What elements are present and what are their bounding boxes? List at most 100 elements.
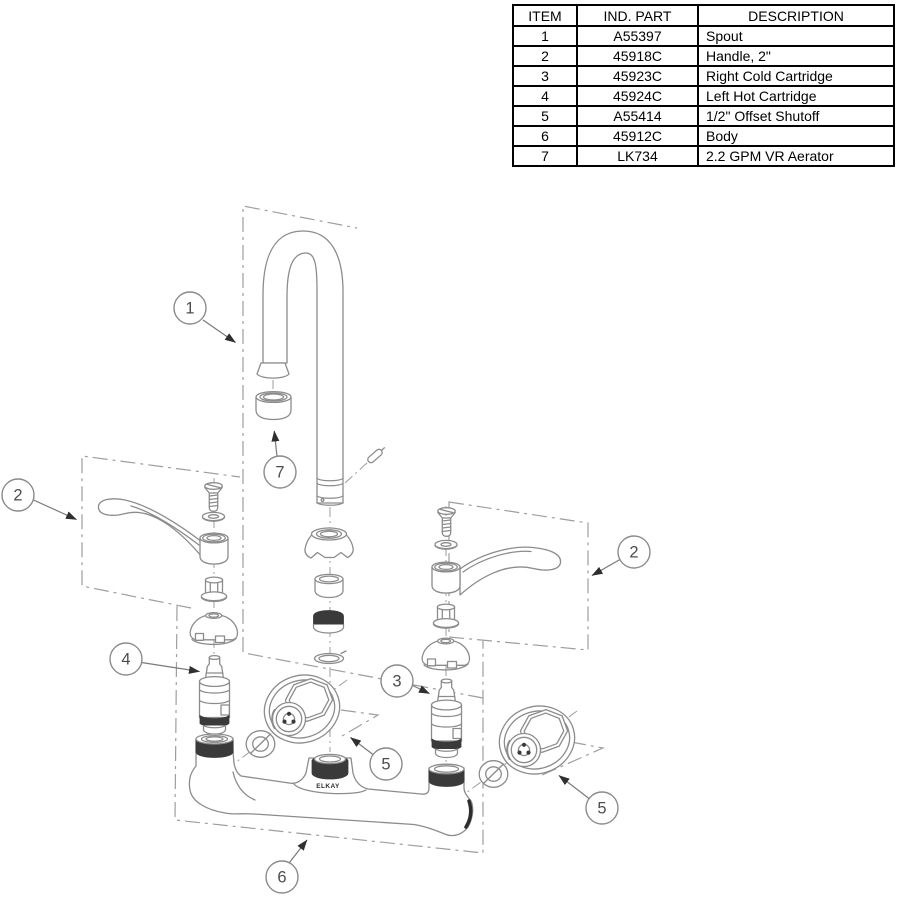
callout-circle xyxy=(585,791,619,825)
callout-item-2-right: 2 xyxy=(591,535,651,577)
callout-circle xyxy=(617,535,651,569)
spacer-ring xyxy=(314,573,344,599)
cell-desc: 2.2 GPM VR Aerator xyxy=(697,145,895,167)
callout-circle xyxy=(263,455,297,489)
cell-part: 45923C xyxy=(576,65,699,87)
body-silhouette xyxy=(188,738,474,837)
cell-desc: Handle, 2" xyxy=(697,45,895,67)
callout-number: 7 xyxy=(275,464,284,482)
callout-circle xyxy=(173,291,207,325)
set-screw xyxy=(367,447,386,464)
callout-leader xyxy=(350,737,374,755)
left-bonnet-drawing xyxy=(189,611,239,646)
callout-leader xyxy=(558,775,590,799)
handle-screw xyxy=(437,507,456,537)
body-zone-box xyxy=(174,605,484,854)
callout-item-7: 7 xyxy=(263,430,297,489)
cell-item: 1 xyxy=(512,25,578,47)
callout-circle xyxy=(265,860,299,894)
callout-item-4: 4 xyxy=(109,642,200,676)
parts-row: 7 LK734 2.2 GPM VR Aerator xyxy=(512,145,895,167)
left-handle-zone-box xyxy=(81,455,241,609)
cell-part: 45912C xyxy=(576,125,699,147)
spout-zone-box xyxy=(242,205,358,652)
handle-nut xyxy=(200,576,228,603)
cell-item: 5 xyxy=(512,105,578,127)
left-cartridge-drawing xyxy=(198,654,231,735)
parts-table-header-row: ITEM IND. PART DESCRIPTION xyxy=(512,4,895,27)
callout-circle xyxy=(109,642,143,676)
callout-number: 5 xyxy=(381,756,390,774)
left-section-marker xyxy=(340,709,380,737)
cell-desc: 1/2" Offset Shutoff xyxy=(697,105,895,127)
spout-nut xyxy=(304,527,354,559)
callout-number: 4 xyxy=(121,651,130,669)
cell-item: 2 xyxy=(512,45,578,67)
col-header-ind-part: IND. PART xyxy=(576,4,699,27)
handle-washer xyxy=(201,511,226,522)
brand-label: ELKAY xyxy=(316,783,340,790)
col-header-item: ITEM xyxy=(512,4,578,27)
col-header-description: DESCRIPTION xyxy=(697,4,895,27)
left-shutoff-drawing xyxy=(263,674,341,744)
callout-leader xyxy=(289,839,308,863)
cell-part: LK734 xyxy=(576,145,699,167)
parts-row: 3 45923C Right Cold Cartridge xyxy=(512,65,895,87)
callout-number: 6 xyxy=(277,869,286,887)
right-shutoff-drawing xyxy=(498,705,576,775)
cell-desc: Spout xyxy=(697,25,895,47)
parts-row: 1 A55397 Spout xyxy=(512,25,895,47)
right-shutoff-washer xyxy=(478,760,509,788)
callout-circle xyxy=(1,478,35,512)
aerator-drawing xyxy=(255,390,292,421)
cell-item: 7 xyxy=(512,145,578,167)
handle-washer xyxy=(434,539,458,550)
callout-number: 2 xyxy=(629,544,638,562)
faucet-body-drawing: ELKAY xyxy=(188,733,474,837)
callouts: 1 7 2 2 4 xyxy=(1,291,651,894)
callout-item-1: 1 xyxy=(173,291,236,343)
parts-row: 6 45912C Body xyxy=(512,125,895,147)
right-bonnet-drawing xyxy=(421,637,471,671)
left-shutoff-washer xyxy=(245,730,276,758)
parts-table: ITEM IND. PART DESCRIPTION 1 A55397 Spou… xyxy=(512,4,895,167)
handle-lever xyxy=(431,546,562,596)
cell-desc: Left Hot Cartridge xyxy=(697,85,895,107)
callout-item-5-right: 5 xyxy=(558,775,619,825)
wave-washer xyxy=(313,650,347,665)
callout-leader xyxy=(271,430,280,457)
cell-part: 45918C xyxy=(576,45,699,67)
callout-leader xyxy=(412,684,430,695)
right-cartridge-drawing xyxy=(430,678,463,759)
cell-desc: Body xyxy=(697,125,895,147)
callout-leader xyxy=(591,558,621,577)
handle-screw xyxy=(204,482,223,512)
callout-number: 3 xyxy=(392,673,401,691)
right-section-marker xyxy=(541,741,606,776)
callout-number: 1 xyxy=(185,300,194,318)
callout-leader xyxy=(33,499,77,521)
handle-lever xyxy=(97,498,229,565)
handle-nut xyxy=(432,603,460,629)
right-elbow-shadow xyxy=(464,799,473,829)
callout-leader xyxy=(202,319,236,343)
cell-item: 6 xyxy=(512,125,578,147)
spout-drawing xyxy=(256,230,386,506)
right-handle-assembly xyxy=(431,507,562,629)
spout-tip-flange xyxy=(256,362,290,379)
spout-mount-stack xyxy=(304,527,354,665)
cell-part: A55414 xyxy=(576,105,699,127)
cell-item: 3 xyxy=(512,65,578,87)
cell-part: A55397 xyxy=(576,25,699,47)
callout-leader xyxy=(141,661,200,674)
callout-item-3: 3 xyxy=(380,664,430,698)
parts-row: 2 45918C Handle, 2" xyxy=(512,45,895,67)
friction-ring xyxy=(312,610,345,634)
cell-desc: Right Cold Cartridge xyxy=(697,65,895,87)
left-handle-assembly xyxy=(97,482,229,603)
parts-row: 4 45924C Left Hot Cartridge xyxy=(512,85,895,107)
callout-number: 2 xyxy=(13,487,22,505)
cell-part: 45924C xyxy=(576,85,699,107)
